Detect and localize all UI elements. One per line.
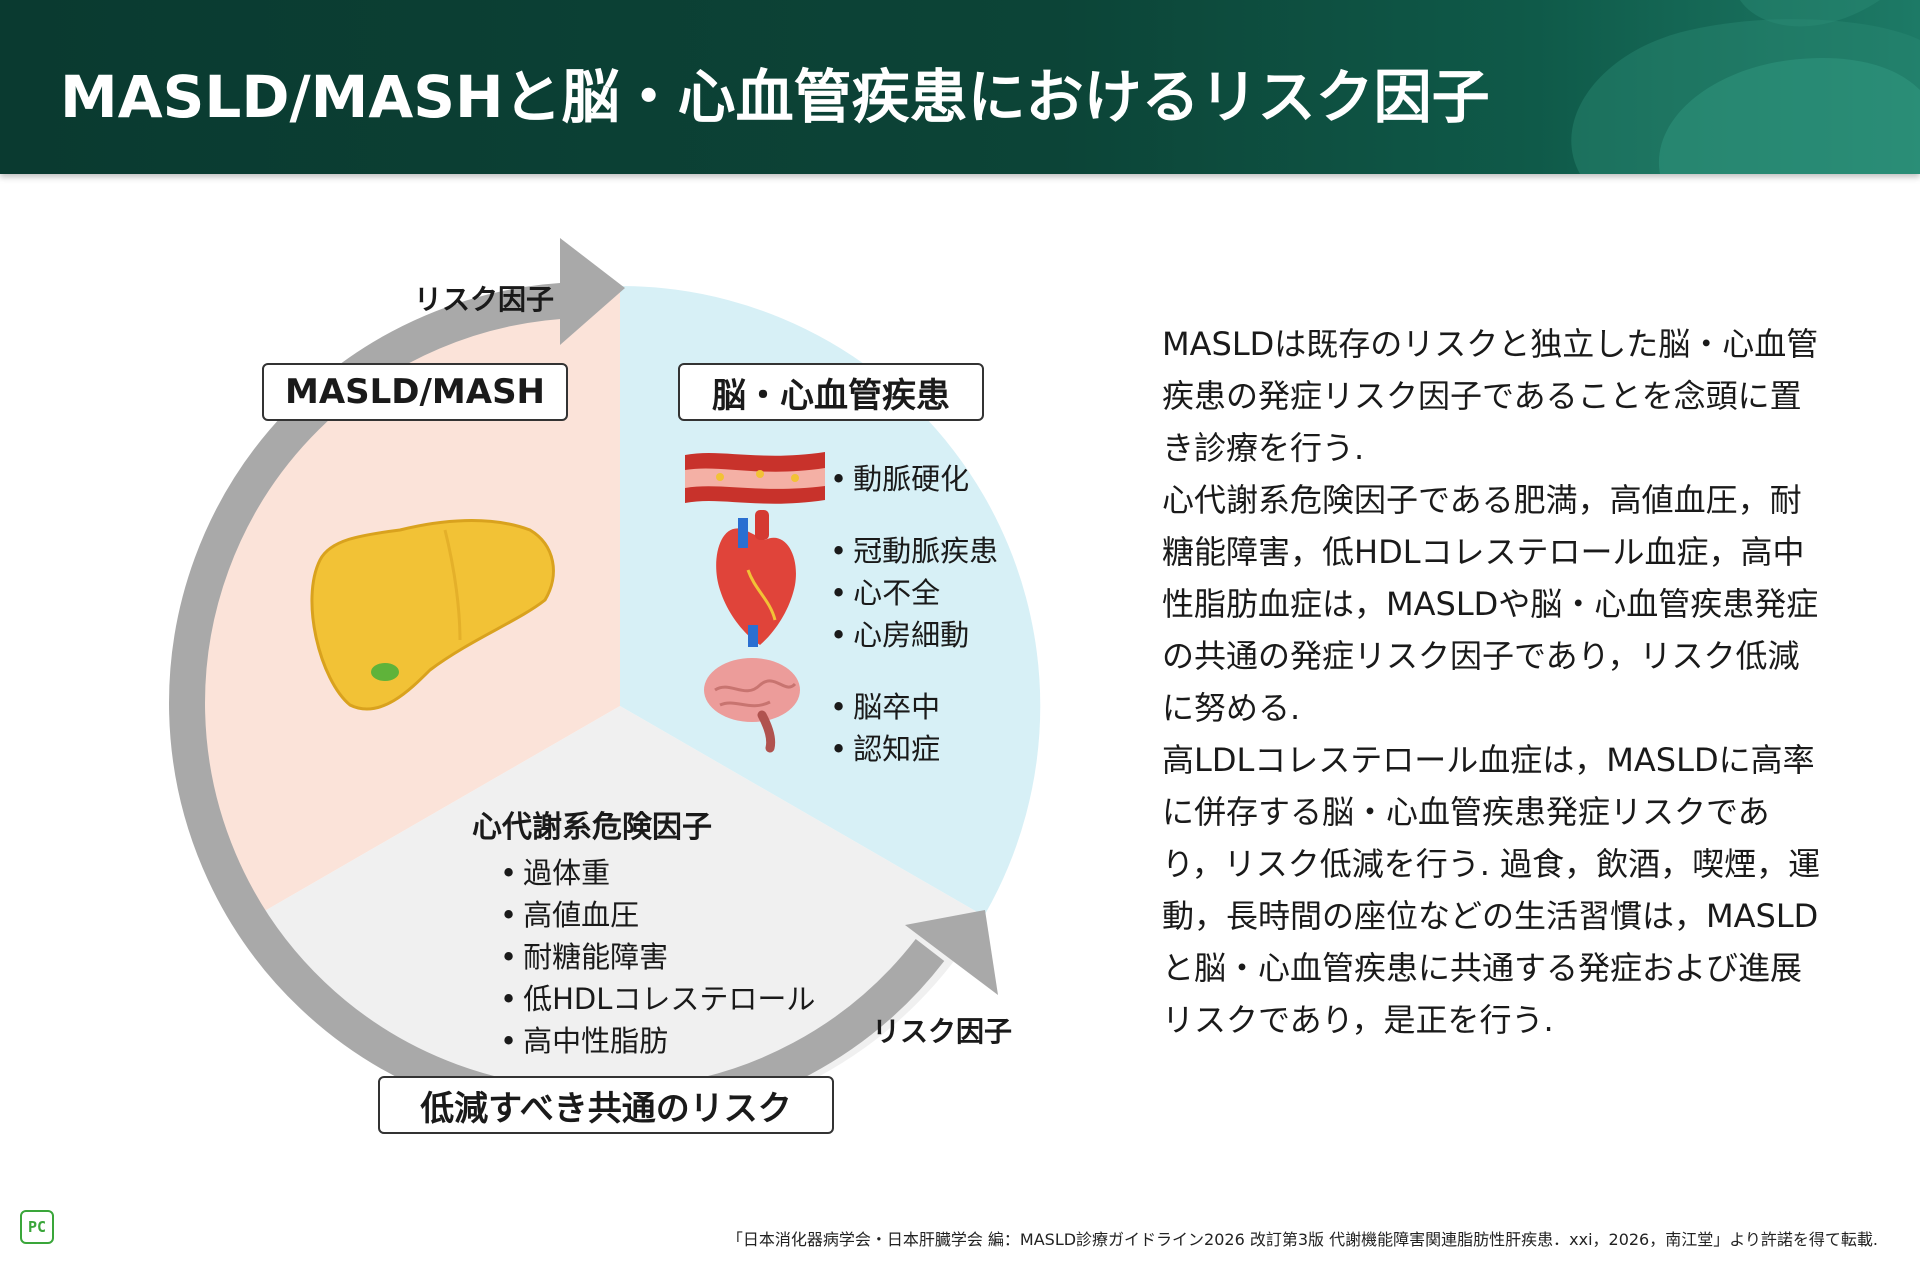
cv-disease-label: 脳・心血管疾患 xyxy=(678,363,984,421)
description-paragraph: 心代謝系危険因子である肥満，高値血圧，耐糖能障害，低HDLコレステロール血症，高… xyxy=(1162,481,1819,727)
list-item: 動脈硬化 xyxy=(830,458,969,500)
cycle-arrow-left xyxy=(168,282,601,1125)
cycle-arrow-head-top xyxy=(560,238,625,345)
brain-icon xyxy=(704,658,800,753)
risk-factor-label-top: リスク因子 xyxy=(414,283,555,316)
list-item: 認知症 xyxy=(830,728,940,770)
description-text: MASLDは既存のリスクと独立した脳・心血管疾患の発症リスク因子であることを念頭… xyxy=(1162,318,1822,1046)
liver-icon xyxy=(310,519,555,711)
heart-icon xyxy=(716,510,796,647)
list-item: 過体重 xyxy=(500,852,815,894)
page-title: MASLD/MASHと脳・心血管疾患におけるリスク因子 xyxy=(60,63,1490,131)
artery-icon xyxy=(685,452,825,504)
list-item: 冠動脈疾患 xyxy=(830,530,998,572)
list-item: 耐糖能障害 xyxy=(500,936,815,978)
cv-list-heart: 冠動脈疾患 心不全 心房細動 xyxy=(830,530,998,656)
list-item: 脳卒中 xyxy=(830,686,940,728)
list-item: 高中性脂肪 xyxy=(500,1020,815,1062)
cycle-arrow-head-bottom xyxy=(905,910,998,995)
header-banner: MASLD/MASHと脳・心血管疾患におけるリスク因子 xyxy=(0,0,1920,174)
risk-factor-label-bottom: リスク因子 xyxy=(872,1015,1013,1048)
list-item: 低HDLコレステロール xyxy=(500,978,815,1020)
description-paragraph: MASLDは既存のリスクと独立した脳・心血管疾患の発症リスク因子であることを念頭… xyxy=(1162,325,1819,467)
publisher-logo: PC xyxy=(20,1210,54,1244)
common-risk-label: 低減すべき共通のリスク xyxy=(378,1076,834,1134)
masld-label: MASLD/MASH xyxy=(262,363,568,421)
list-item: 高値血圧 xyxy=(500,894,815,936)
cv-list-artery: 動脈硬化 xyxy=(830,458,969,500)
liver-watermark-icon xyxy=(1571,0,1920,174)
metabolic-list: 過体重 高値血圧 耐糖能障害 低HDLコレステロール 高中性脂肪 xyxy=(500,852,815,1062)
cv-list-brain: 脳卒中 認知症 xyxy=(830,686,940,770)
list-item: 心不全 xyxy=(830,572,998,614)
description-paragraph: 高LDLコレステロール血症は，MASLDに高率に併存する脳・心血管疾患発症リスク… xyxy=(1162,741,1821,1039)
metabolic-title: 心代謝系危険因子 xyxy=(472,810,712,845)
citation: 「日本消化器病学会・日本肝臓学会 編：MASLD診療ガイドライン2026 改訂第… xyxy=(726,1230,1878,1249)
list-item: 心房細動 xyxy=(830,614,998,656)
